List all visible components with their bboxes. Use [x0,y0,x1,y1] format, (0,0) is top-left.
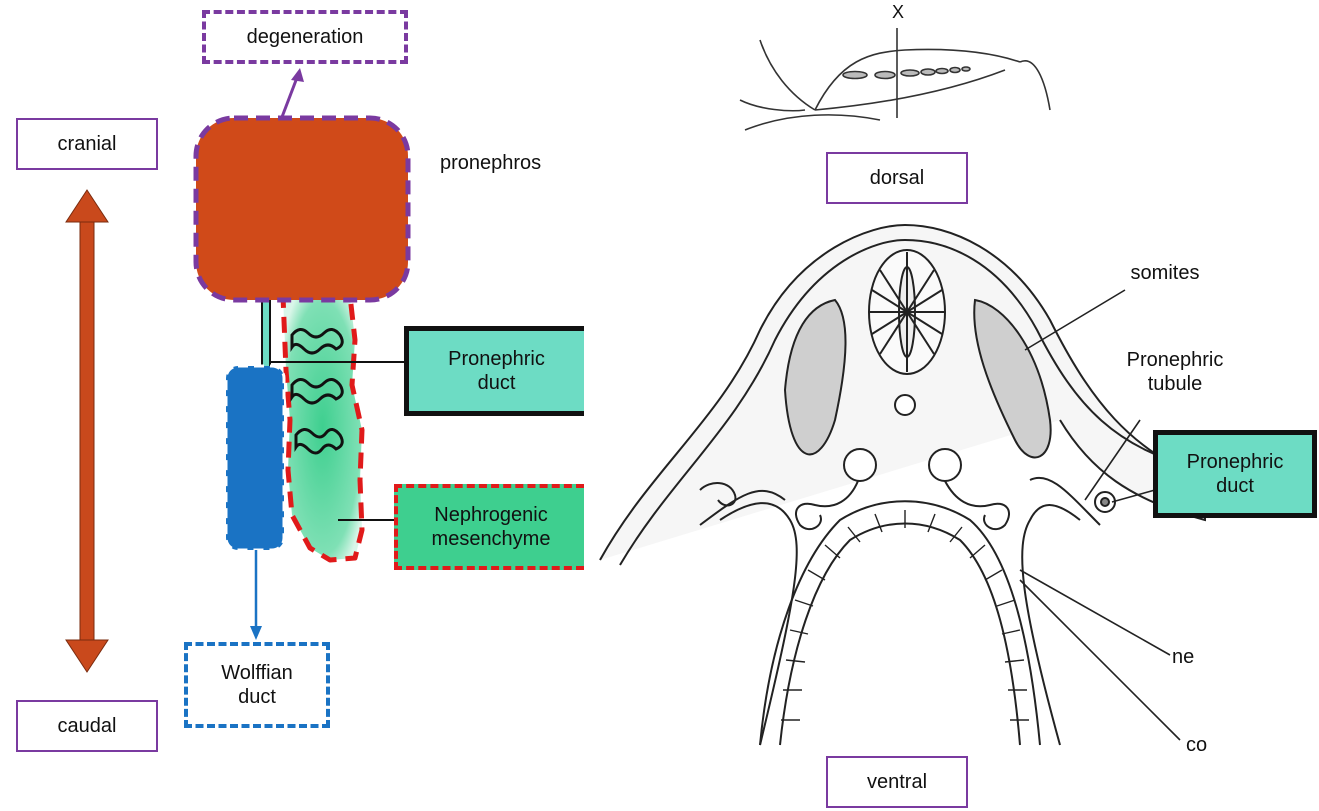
somites-label: somites [1110,258,1220,288]
embryo-cross-section [600,225,1205,745]
cranial-caudal-arrow [66,190,108,672]
dorsal-label: dorsal [826,152,968,204]
nephrogenic-mesenchyme-label: Nephrogenic mesenchyme [394,484,584,570]
top-section-sketch [740,28,1050,130]
wolffian-duct-label: Wolffian duct [184,642,330,728]
cut-label-co: co [1186,732,1216,758]
cut-label-ne: ne [1172,644,1212,670]
pronephric-duct-label-right: Pronephric duct [1153,430,1317,518]
caudal-label: caudal [16,700,158,752]
degeneration-arrow [282,68,304,117]
degeneration-label: degeneration [202,10,408,64]
pronephric-tubule-label: Pronephric tubule [1100,344,1250,400]
pronephros-block [196,118,408,300]
cranial-label: cranial [16,118,158,170]
wolffian-duct-block [226,366,284,550]
wolffian-arrow [250,550,262,640]
pronephros-label: pronephros [440,148,590,178]
pronephric-duct-label-left: Pronephric duct [404,326,584,416]
top-axis-label: X [884,0,912,24]
ventral-label: ventral [826,756,968,808]
pronephric-duct-strand [262,300,270,370]
